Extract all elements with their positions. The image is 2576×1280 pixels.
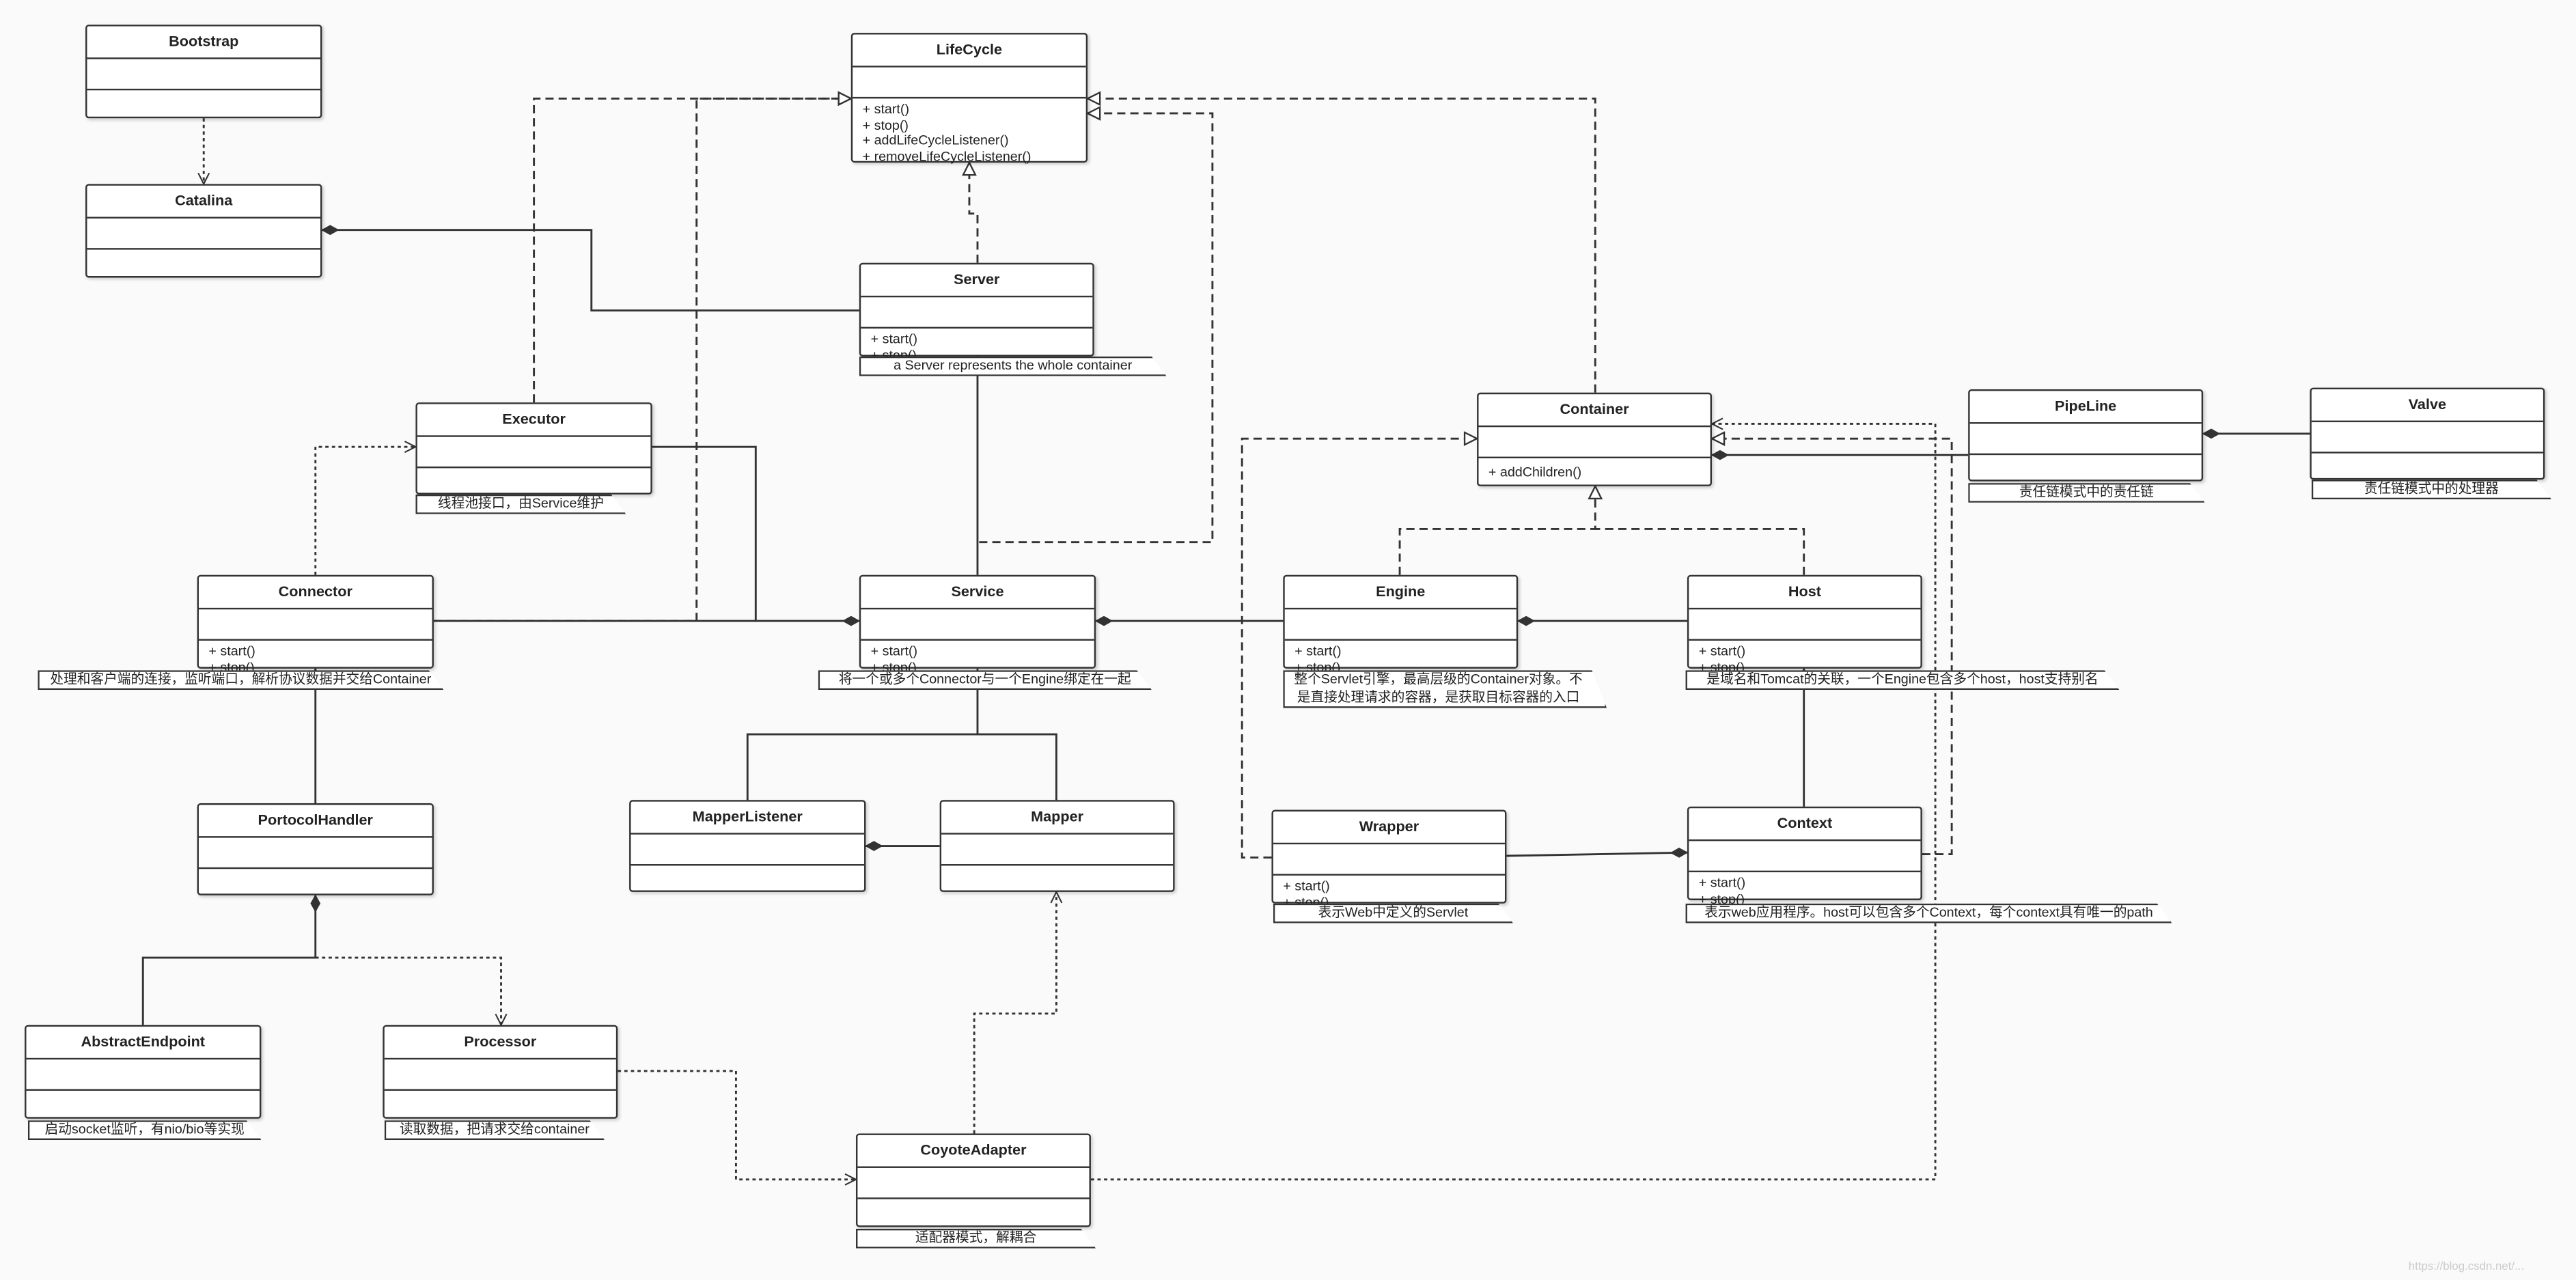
note-server: a Server represents the whole container — [859, 357, 1167, 376]
note-wrapper: 表示Web中定义的Servlet — [1273, 904, 1513, 923]
class-name: Service — [861, 576, 1094, 610]
edge-adapter-mapper — [973, 892, 1056, 1134]
note-context: 表示web应用程序。host可以包含多个Context，每个context具有唯… — [1686, 904, 2172, 923]
class-connector[interactable]: Connector + start() + stop() — [197, 574, 434, 674]
class-host[interactable]: Host + start() + stop() — [1687, 574, 1922, 674]
class-context[interactable]: Context + start() + stop() — [1687, 806, 1922, 906]
note-abstractendpoint: 启动socket监听，有nio/bio等实现 — [28, 1120, 262, 1140]
edge-connector-lifecycle — [433, 98, 851, 622]
edge-host-container — [1595, 527, 1805, 575]
class-catalina[interactable]: Catalina — [85, 184, 322, 278]
edge-engine-container — [1398, 486, 1595, 575]
note-engine: 整个Servlet引擎，最高层级的Container对象。不是直接处理请求的容器… — [1283, 670, 1607, 708]
edge-connector-executor — [314, 447, 416, 575]
note-service: 将一个或多个Connector与一个Engine绑定在一起 — [818, 670, 1152, 690]
class-name: Context — [1689, 808, 1921, 841]
class-operations: + start() + stop() — [1698, 875, 1746, 906]
class-name: PipeLine — [1969, 391, 2202, 424]
class-name: Connector — [199, 576, 432, 610]
note-connector: 处理和客户端的连接，监听端口，解析协议数据并交给Container — [38, 670, 443, 690]
class-mapperlistener[interactable]: MapperListener — [629, 800, 866, 892]
class-name: AbstractEndpoint — [26, 1027, 260, 1060]
class-pipeline[interactable]: PipeLine — [1968, 389, 2204, 482]
class-operations: + addChildren() — [1488, 464, 1582, 480]
edge-adapter-container — [1090, 423, 1937, 1181]
watermark: https://blog.csdn.net/... — [2408, 1262, 2525, 1273]
class-name: Catalina — [87, 186, 320, 219]
note-valve: 责任链模式中的处理器 — [2312, 479, 2551, 499]
edge-processor-adapter — [618, 1070, 856, 1180]
class-name: Server — [861, 264, 1093, 298]
edge-wrapper-context — [1506, 852, 1687, 856]
class-abstractendpoint[interactable]: AbstractEndpoint — [25, 1025, 262, 1119]
class-server[interactable]: Server + start() + stop() — [859, 262, 1094, 363]
edge-wrapper-container — [1241, 439, 1477, 859]
class-name: CoyoteAdapter — [857, 1135, 1090, 1168]
edge-endpoint-handler — [141, 895, 316, 1025]
note-coyoteadapter: 适配器模式，解耦合 — [856, 1229, 1096, 1249]
class-name: MapperListener — [631, 802, 865, 835]
class-processor[interactable]: Processor — [383, 1025, 618, 1119]
class-name: Engine — [1284, 576, 1516, 610]
class-name: PortocolHandler — [199, 805, 432, 838]
edge-server-lifecycle — [969, 163, 979, 263]
class-container[interactable]: Container + addChildren() — [1477, 392, 1713, 486]
class-mapper[interactable]: Mapper — [939, 800, 1175, 892]
edge-server-catalina — [322, 230, 859, 311]
class-name: Processor — [384, 1027, 616, 1060]
note-executor: 线程池接口，由Service维护 — [415, 495, 626, 514]
class-valve[interactable]: Valve — [2310, 387, 2545, 480]
class-name: Container — [1478, 394, 1711, 428]
class-service[interactable]: Service + start() + stop() — [859, 574, 1096, 674]
class-executor[interactable]: Executor — [415, 402, 652, 495]
edge-handler-processor — [315, 956, 501, 1025]
class-lifecycle[interactable]: LifeCycle + start() + stop() + addLifeCy… — [850, 33, 1088, 164]
class-name: Host — [1689, 576, 1921, 610]
class-protocolhandler[interactable]: PortocolHandler — [197, 803, 434, 895]
edge-service-lifecycle — [979, 113, 1214, 544]
class-name: Bootstrap — [87, 26, 320, 59]
class-name: Mapper — [941, 802, 1174, 835]
edge-context-container — [1712, 439, 1953, 856]
class-name: Wrapper — [1273, 811, 1505, 845]
class-bootstrap[interactable]: Bootstrap — [85, 25, 322, 119]
edge-executor-service — [652, 445, 757, 622]
class-engine[interactable]: Engine + start() + stop() — [1283, 574, 1519, 674]
note-host: 是域名和Tomcat的关联，一个Engine包含多个host，host支持别名 — [1686, 670, 2120, 690]
class-operations: + start() + stop() + addLifeCycleListene… — [862, 102, 1031, 164]
class-coyoteadapter[interactable]: CoyoteAdapter — [856, 1133, 1091, 1227]
edge-container-lifecycle — [1088, 98, 1596, 393]
note-processor: 读取数据，把请求交给container — [385, 1120, 605, 1140]
class-name: Executor — [417, 404, 651, 437]
class-name: LifeCycle — [853, 35, 1086, 68]
edge-executor-lifecycle — [533, 98, 851, 403]
note-pipeline: 责任链模式中的责任链 — [1968, 483, 2204, 503]
class-wrapper[interactable]: Wrapper + start() + stop() — [1271, 809, 1507, 909]
class-name: Valve — [2311, 389, 2543, 423]
